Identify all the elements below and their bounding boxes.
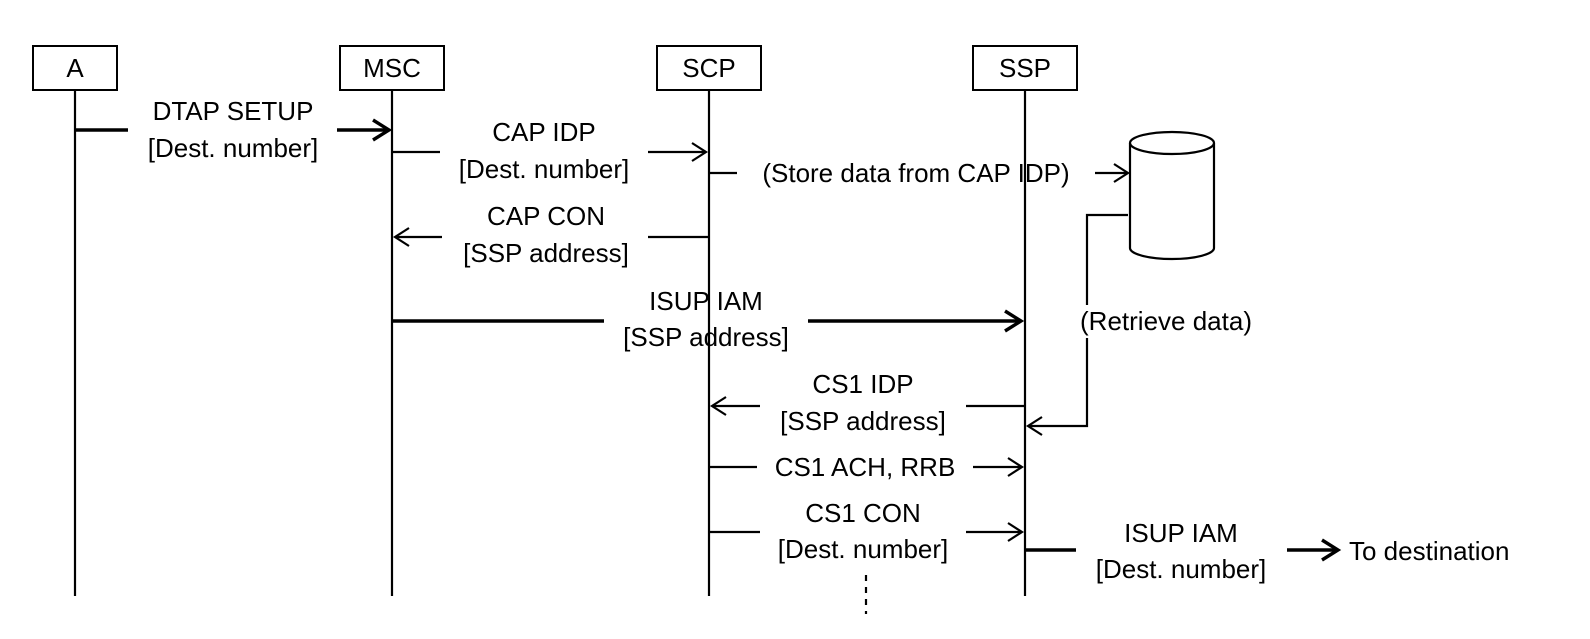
entity-msc-label: MSC (363, 53, 421, 83)
retrieve-data-line-top (1085, 213, 1128, 305)
to-destination-label: To destination (1349, 536, 1509, 566)
isup-iam-sublabel: [SSP address] (623, 322, 789, 352)
cap-idp-label: CAP IDP (492, 117, 596, 147)
arrowhead-left-icon (709, 396, 727, 416)
store-data-label: (Store data from CAP IDP) (762, 158, 1069, 188)
arrowhead-right-icon (691, 142, 709, 162)
database-cylinder-icon (1128, 130, 1216, 261)
cap-con-sublabel: [SSP address] (463, 238, 629, 268)
entity-ssp-label: SSP (999, 53, 1051, 83)
entity-scp: SCP (656, 45, 762, 91)
entity-msc-box (339, 45, 445, 91)
cs1-ach-label: CS1 ACH, RRB (775, 452, 956, 482)
dtap-setup-sublabel: [Dest. number] (148, 133, 319, 163)
database-body (1128, 143, 1216, 261)
isup-iam-2-sublabel: [Dest. number] (1096, 554, 1267, 584)
entity-ssp-box (972, 45, 1078, 91)
entity-a-label: A (66, 53, 84, 83)
cap-con-label: CAP CON (487, 201, 605, 231)
dtap-setup-label: DTAP SETUP (153, 96, 314, 126)
message-cs1-idp: CS1 IDP [SSP address] (709, 369, 1025, 436)
message-isup-iam-ssp: ISUP IAM [SSP address] (392, 286, 1025, 352)
arrowhead-right-icon (1007, 522, 1025, 542)
entity-ssp: SSP (972, 45, 1078, 91)
entity-msc: MSC (339, 45, 445, 91)
arrowhead-right-icon (1113, 163, 1131, 183)
message-cap-con: CAP CON [SSP address] (392, 201, 709, 268)
message-isup-iam-destination: ISUP IAM [Dest. number] To destination (1025, 518, 1509, 584)
retrieve-data-line-bottom (1028, 338, 1089, 428)
arrowhead-left-icon (1025, 416, 1043, 436)
entity-a-box (32, 45, 118, 91)
cs1-con-label: CS1 CON (805, 498, 921, 528)
message-cap-idp: CAP IDP [Dest. number] (392, 117, 709, 184)
arrowhead-right-icon (1321, 538, 1342, 562)
cs1-idp-sublabel: [SSP address] (780, 406, 946, 436)
entity-a: A (32, 45, 118, 91)
message-dtap-setup: DTAP SETUP [Dest. number] (75, 96, 393, 163)
message-cs1-ach-rrb: CS1 ACH, RRB (709, 452, 1025, 482)
entity-scp-label: SCP (682, 53, 735, 83)
entity-scp-box (656, 45, 762, 91)
arrowhead-right-icon (372, 118, 393, 142)
message-cs1-con: CS1 CON [Dest. number] (709, 498, 1025, 564)
arrowhead-right-icon (1004, 309, 1025, 333)
cs1-idp-label: CS1 IDP (812, 369, 913, 399)
arrowhead-right-icon (1007, 457, 1025, 477)
database-top (1128, 130, 1216, 156)
message-store-data: (Store data from CAP IDP) (709, 158, 1131, 188)
retrieve-data-connector: (Retrieve data) (1025, 213, 1252, 436)
cs1-con-sublabel: [Dest. number] (778, 534, 949, 564)
cap-idp-sublabel: [Dest. number] (459, 154, 630, 184)
isup-iam-2-label: ISUP IAM (1124, 518, 1238, 548)
isup-iam-label: ISUP IAM (649, 286, 763, 316)
retrieve-data-label: (Retrieve data) (1080, 306, 1252, 336)
arrowhead-left-icon (392, 227, 410, 247)
